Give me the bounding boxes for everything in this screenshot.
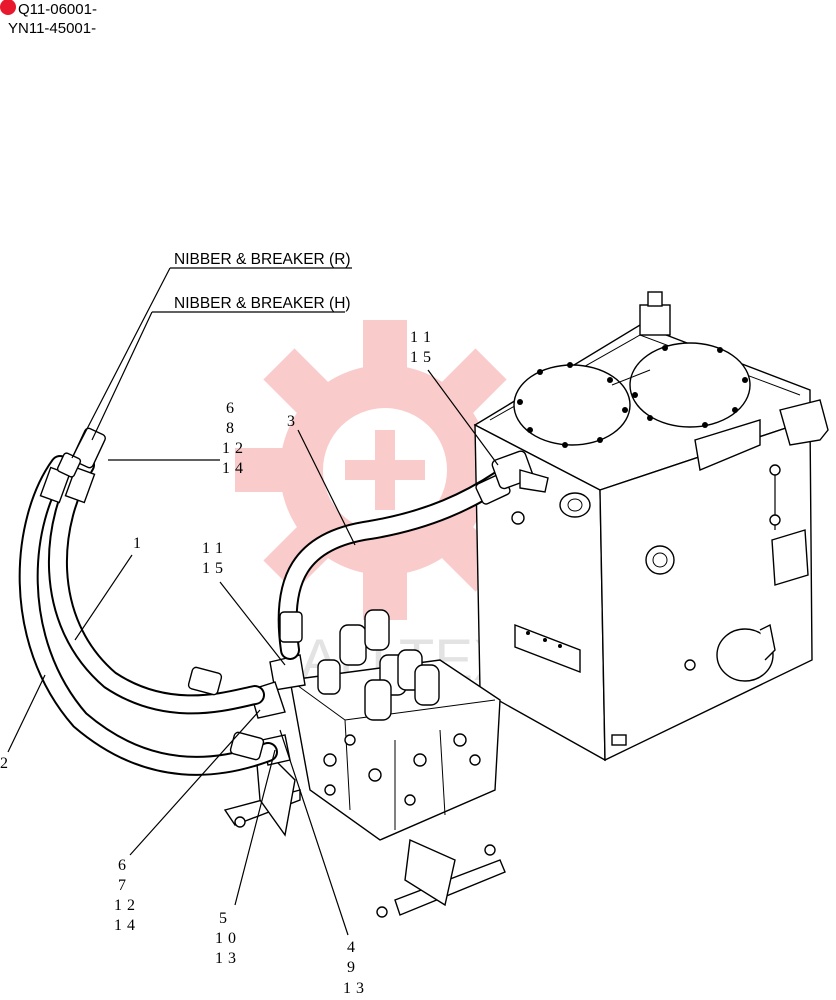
callout-line: 5	[219, 910, 228, 927]
callout-line: 1 4	[222, 460, 244, 477]
callout-line: 6	[226, 400, 235, 417]
callout-6-8-12-14: 6 8 1 2 1 4	[222, 400, 244, 477]
callout-11-15-mid: 1 1 1 5	[202, 540, 224, 577]
callout-6-7-12-14: 6 7 1 2 1 4	[114, 857, 136, 934]
callout-11-15-top: 1 1 1 5	[410, 329, 432, 366]
callout-line: 1 3	[215, 950, 237, 967]
control-valve-block	[223, 609, 506, 918]
label-nibber-breaker-h: NIBBER & BREAKER (H)	[174, 295, 351, 312]
callout-line: 9	[347, 959, 356, 976]
callout-line: 3	[287, 413, 296, 430]
callout-line: 1 5	[202, 560, 224, 577]
callout-line: 1 2	[114, 897, 136, 914]
callout-2: 2	[0, 755, 9, 772]
leader-lines	[7, 267, 499, 936]
callout-line: 2	[0, 755, 9, 772]
hoses	[18, 427, 549, 776]
callout-5-10-13: 5 1 0 1 3	[215, 910, 237, 967]
marker-dot-icon	[0, 0, 16, 15]
callout-line: 8	[226, 420, 235, 437]
callout-3: 3	[287, 413, 296, 430]
callout-line: 1 3	[343, 980, 365, 997]
callout-line: 1 1	[202, 540, 224, 557]
serial-2: YN11-45001-	[8, 20, 96, 37]
callout-4-9-13: 4 9 1 3	[343, 939, 365, 997]
callout-line: 1 4	[114, 917, 136, 934]
hydraulic-tank	[473, 291, 829, 762]
callout-1: 1	[133, 535, 142, 552]
callout-line: 7	[118, 877, 127, 894]
serial-1: Q11-06001-	[18, 1, 97, 18]
callout-line: 1 5	[410, 349, 432, 366]
callout-line: 1 1	[410, 329, 432, 346]
label-nibber-breaker-r: NIBBER & BREAKER (R)	[174, 251, 351, 268]
callout-line: 6	[118, 857, 127, 874]
callout-line: 1 2	[222, 440, 244, 457]
callout-line: 1	[133, 535, 142, 552]
callout-line: 4	[347, 939, 356, 956]
callout-line: 1 0	[215, 930, 237, 947]
serial-header: Q11-06001- YN11-45001-	[0, 0, 97, 37]
